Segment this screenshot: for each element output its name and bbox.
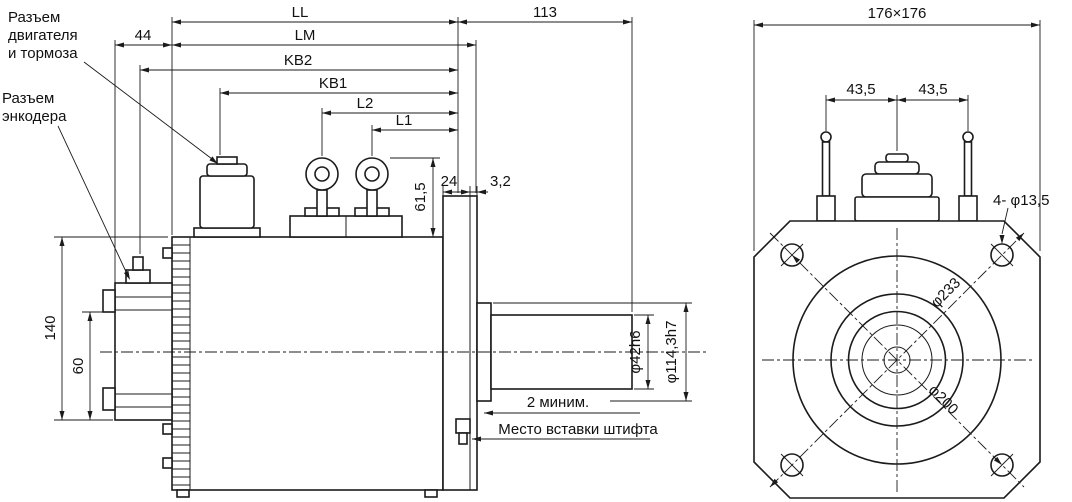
encoder-connector-label-line1: Разъем	[2, 90, 54, 107]
dim-44-label: 44	[135, 27, 152, 44]
bolt-hole-bottom-left	[780, 453, 804, 477]
dim-176-label: 176×176	[868, 5, 927, 22]
dim-32-label: 3,2	[490, 173, 511, 190]
front-dimension-arrows	[754, 22, 1040, 487]
mounting-holes-label: 4- φ13,5	[993, 192, 1049, 209]
dim-435-left-label: 43,5	[846, 81, 875, 98]
encoder-housing	[114, 282, 173, 421]
pin-connector-left-collar	[816, 195, 836, 222]
dim-435-right-label: 43,5	[918, 81, 947, 98]
motor-brake-connector-label-line1: Разъем	[8, 9, 60, 26]
rear-bolt	[162, 247, 173, 259]
motor-brake-connector-label-line3: и тормоза	[8, 45, 78, 62]
motor-brake-connector-cap	[206, 163, 248, 177]
dim-kb1-label: KB1	[319, 75, 347, 92]
motor-parts	[102, 156, 633, 498]
pin-connector-right-stem	[963, 141, 973, 197]
front-dimension-lines	[754, 24, 1040, 235]
pin-connector-left-tip	[820, 131, 832, 143]
dim-24-label: 24	[441, 173, 458, 190]
dim-pilot-dia-label: φ114,3h7	[663, 321, 680, 384]
pin-bolt	[458, 432, 468, 445]
dimension-labels: LL 113 44 LM KB2 KB1 L2 L1 61,5 24 3,2 1…	[42, 4, 680, 438]
dim-60-label: 60	[70, 358, 87, 375]
pin-connector-left-stem	[821, 141, 831, 197]
center-connector-nub	[885, 153, 909, 163]
dim-61-label: 61,5	[412, 182, 429, 211]
center-connector-body	[861, 173, 933, 198]
rear-bolt	[162, 457, 173, 469]
bottom-bolt	[176, 489, 190, 498]
dim-l2-label: L2	[357, 95, 374, 112]
encoder-cap-nub	[132, 256, 144, 271]
dim-l1-label: L1	[396, 112, 413, 129]
eyebolt-stem-left	[316, 189, 328, 217]
pin-insertion-label: Место вставки штифта	[498, 421, 658, 438]
motor-brake-connector-body	[199, 175, 255, 229]
dimension-arrows	[59, 19, 689, 442]
bolt-hole-top-left	[780, 243, 804, 267]
center-connector-cap	[874, 161, 920, 175]
mounting-flange	[442, 195, 478, 491]
motor-brake-connector-base	[193, 227, 261, 238]
dim-shaft-dia-label: φ42h6	[627, 330, 644, 373]
min-clearance-label: 2 миним.	[527, 394, 589, 411]
dim-lm-label: LM	[295, 27, 316, 44]
eyebolt-ring-right-hole	[364, 166, 380, 182]
center-connector-base	[854, 196, 940, 222]
rear-bolt	[162, 423, 173, 435]
leader-motor-connector	[83, 61, 217, 163]
diagonal-centerline-ascending	[769, 232, 1025, 488]
encoder-side-connector	[102, 289, 116, 313]
bottom-bolt	[424, 489, 438, 498]
side-view: LL 113 44 LM KB2 KB1 L2 L1 61,5 24 3,2 1…	[2, 4, 706, 498]
encoder-side-connector	[102, 387, 116, 411]
front-extension-lines	[753, 20, 1041, 251]
encoder-cap	[125, 269, 151, 284]
extension-lines	[54, 17, 692, 421]
bolt-hole-bottom-right	[990, 453, 1014, 477]
dimension-lines	[57, 21, 687, 440]
callouts: Разъем двигателя и тормоза Разъем энкоде…	[2, 9, 78, 125]
motor-body	[171, 236, 444, 491]
holes-leader-line	[1001, 207, 1009, 235]
encoder-connector-label-line2: энкодера	[2, 108, 67, 125]
cooling-fins	[172, 244, 190, 486]
dim-113-label: 113	[533, 4, 557, 21]
dim-kb2-label: KB2	[284, 52, 312, 69]
centerlines	[762, 228, 1032, 494]
front-view: 176×176 43,5 43,5 4- φ13,5 φ233 φ200	[753, 5, 1049, 499]
pin-connector-right-collar	[958, 195, 978, 222]
dim-140-label: 140	[42, 315, 59, 340]
eyebolt-stem-right	[366, 189, 378, 217]
pin-connector-right-tip	[962, 131, 974, 143]
dim-ll-label: LL	[292, 4, 309, 21]
encoder-housing-lines	[115, 296, 172, 408]
motor-brake-connector-nub	[216, 156, 238, 165]
leader-encoder-connector	[57, 125, 129, 277]
motor-brake-connector-label-line2: двигателя	[8, 27, 78, 44]
eyebolt-ring-left-hole	[314, 166, 330, 182]
pin-boss	[455, 418, 471, 434]
